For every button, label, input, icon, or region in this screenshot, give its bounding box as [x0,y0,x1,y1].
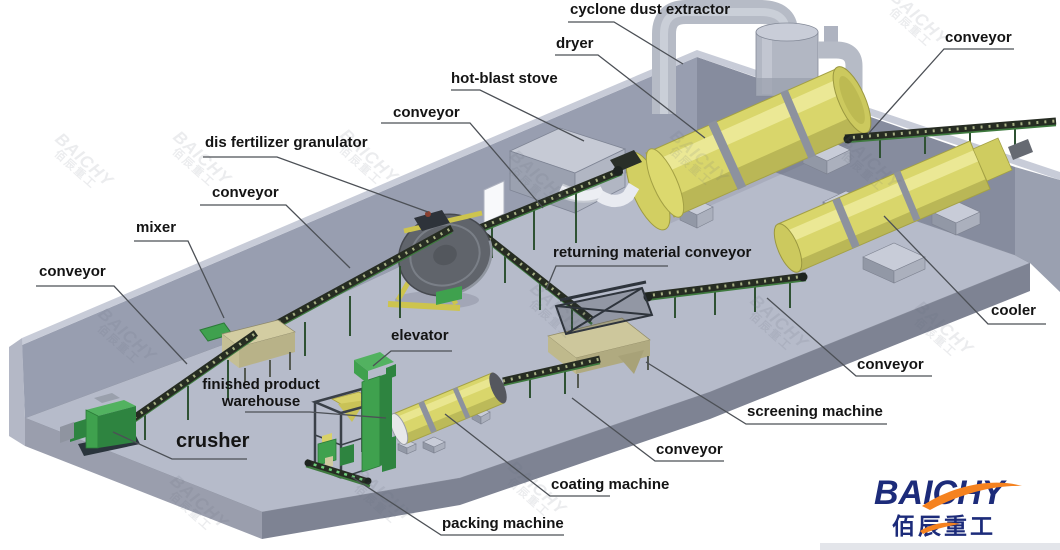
bottom-edge-strip [820,543,1060,550]
platform [9,50,1060,539]
logo-swoosh-path [922,482,1022,510]
coating-machine-machine [389,372,507,445]
conveyor-right-machine [643,272,808,318]
conveyor-bottom-machine [502,355,601,398]
conveyor-left-middle-machine [256,224,454,356]
dryer-machine [596,66,872,231]
crusher-machine [60,393,140,456]
brand-logo-text: BAICHY [874,474,1005,512]
brand-logo-swoosh [920,482,1022,534]
logo-accent-path [920,522,960,534]
